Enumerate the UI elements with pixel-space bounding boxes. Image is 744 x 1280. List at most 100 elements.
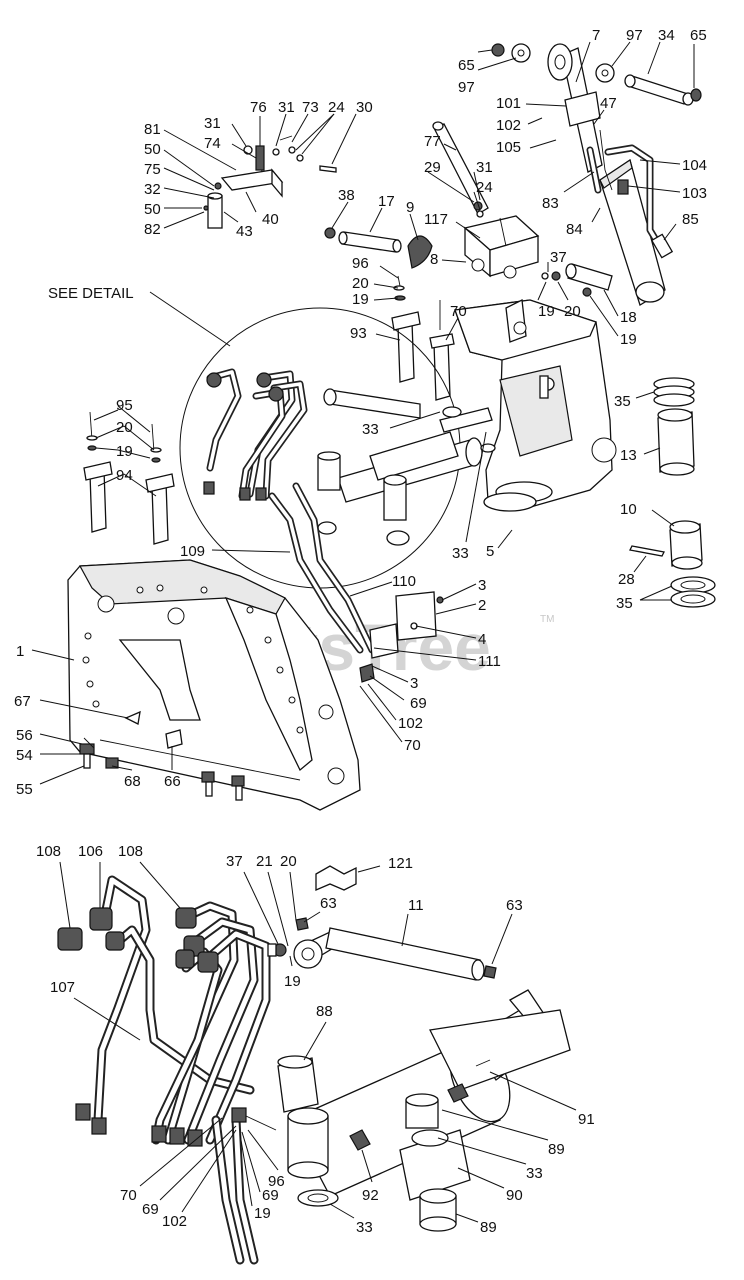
callout-110: 110: [392, 573, 416, 590]
callout-54: 54: [16, 747, 33, 764]
callout-31: 31: [204, 115, 221, 132]
pin-18: [541, 263, 613, 297]
callout-88: 88: [316, 1003, 333, 1020]
washer-33: [297, 1189, 339, 1207]
callout-107: 107: [50, 979, 75, 996]
callout-96: 96: [352, 255, 369, 272]
callout-19: 19: [620, 331, 637, 348]
lift-frame-5: [454, 299, 617, 512]
bushing-13: [657, 408, 695, 476]
callout-103: 103: [682, 185, 707, 202]
callout-17: 17: [378, 193, 395, 210]
callout-21: 21: [256, 853, 273, 870]
callout-75: 75: [144, 161, 161, 178]
callout-92: 92: [362, 1187, 379, 1204]
callout-33: 33: [362, 421, 379, 438]
callout-37: 37: [550, 249, 567, 266]
callout-19: 19: [116, 443, 133, 460]
callout-89: 89: [480, 1219, 497, 1236]
callout-33: 33: [526, 1165, 543, 1182]
callout-38: 38: [338, 187, 355, 204]
callout-89: 89: [548, 1141, 565, 1158]
callout-66: 66: [164, 773, 181, 790]
callout-50: 50: [144, 201, 161, 218]
callout-95: 95: [116, 397, 133, 414]
spacer-88: [277, 1055, 319, 1113]
pin-93: [391, 311, 421, 383]
callout-94: 94: [116, 467, 133, 484]
pin-10: [669, 520, 703, 570]
callout-90: 90: [506, 1187, 523, 1204]
frame-hardware: [79, 710, 245, 801]
callout-35: 35: [614, 393, 631, 410]
callout-55: 55: [16, 781, 33, 798]
callout-101: 101: [496, 95, 521, 112]
pins-94: [83, 411, 175, 545]
clip-65: [491, 43, 505, 57]
callout-28: 28: [618, 571, 635, 588]
callout-19: 19: [254, 1205, 271, 1222]
callout-105: 105: [496, 139, 521, 156]
watermark-tm: TM: [540, 614, 554, 625]
callout-56: 56: [16, 727, 33, 744]
pivot-pin-34: [624, 74, 694, 106]
callout-7: 7: [592, 27, 600, 44]
callout-111: 111: [478, 653, 501, 670]
hardware-96-20-19: [393, 275, 406, 301]
callout-2: 2: [478, 597, 486, 614]
callout-74: 74: [204, 135, 221, 152]
callout-33: 33: [356, 1219, 373, 1236]
callout-19: 19: [538, 303, 555, 320]
callout-3: 3: [410, 675, 418, 692]
callout-83: 83: [542, 195, 559, 212]
callout-97: 97: [626, 27, 643, 44]
callout-20: 20: [564, 303, 581, 320]
callout-31: 31: [278, 99, 295, 116]
callout-65: 65: [690, 27, 707, 44]
see-detail-callout: SEE DETAIL: [48, 285, 134, 302]
callout-102: 102: [162, 1213, 187, 1230]
callout-91: 91: [578, 1111, 595, 1128]
callout-31: 31: [476, 159, 493, 176]
callout-24: 24: [476, 179, 493, 196]
callout-65: 65: [458, 57, 475, 74]
callout-47: 47: [600, 95, 617, 112]
callout-108: 108: [118, 843, 143, 860]
callout-34: 34: [658, 27, 675, 44]
clip-65b: [690, 88, 702, 102]
callout-69: 69: [410, 695, 427, 712]
callout-3: 3: [478, 577, 486, 594]
callout-69: 69: [262, 1187, 279, 1204]
callout-69: 69: [142, 1201, 159, 1218]
washers-35: [670, 576, 716, 608]
callout-70: 70: [404, 737, 421, 754]
leader-lines: [31, 41, 695, 1223]
ring-38: [324, 227, 336, 239]
callout-4: 4: [478, 631, 486, 648]
callout-40: 40: [262, 211, 279, 228]
main-frame-1: [67, 559, 361, 811]
callout-24: 24: [328, 99, 345, 116]
callout-19: 19: [284, 973, 301, 990]
callout-85: 85: [682, 211, 699, 228]
callout-77: 77: [424, 133, 441, 150]
callout-68: 68: [124, 773, 141, 790]
detail-pipe-set: [93, 875, 271, 1265]
clamp-121: [315, 865, 357, 891]
detail-cylinder: [287, 989, 571, 1232]
lift-cylinder-assembly: [547, 43, 674, 306]
callout-18: 18: [620, 309, 637, 326]
callout-50: 50: [144, 141, 161, 158]
callout-82: 82: [144, 221, 161, 238]
callout-20: 20: [280, 853, 297, 870]
callout-109: 109: [180, 543, 205, 560]
callout-20: 20: [352, 275, 369, 292]
callout-43: 43: [236, 223, 253, 240]
callout-121: 121: [388, 855, 413, 872]
callout-33: 33: [452, 545, 469, 562]
callout-37: 37: [226, 853, 243, 870]
callout-63: 63: [320, 895, 337, 912]
callout-30: 30: [356, 99, 373, 116]
callout-29: 29: [424, 159, 441, 176]
